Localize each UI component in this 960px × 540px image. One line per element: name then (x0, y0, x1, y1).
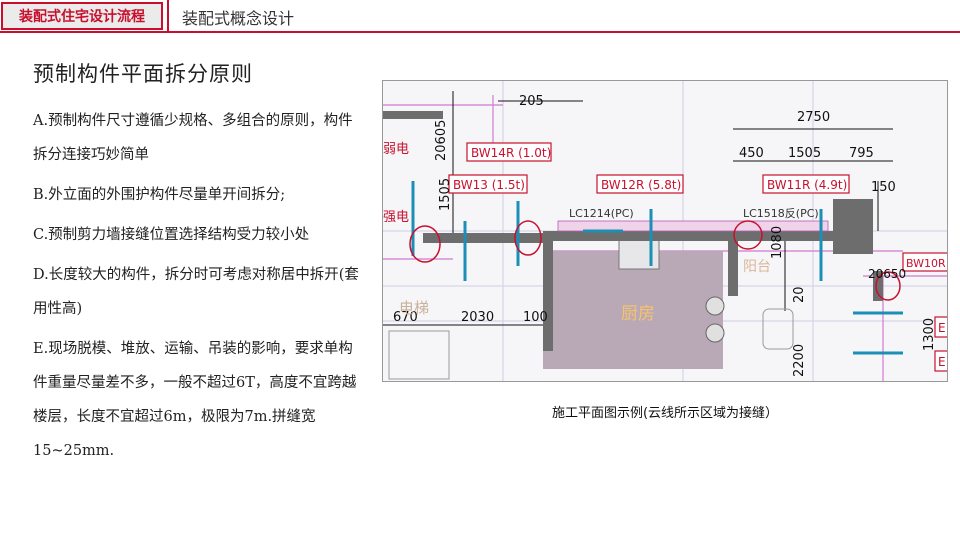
slide-heading: 预制构件平面拆分原则 (33, 62, 253, 86)
dim-150: 150 (871, 180, 896, 195)
bw10r-tag: BW10R (902, 252, 947, 272)
plan-caption: 施工平面图示例(云线所示区域为接缝） (551, 406, 779, 421)
dim-100: 100 (523, 310, 548, 325)
kitchen-room (543, 251, 723, 369)
floor-plan-drawing: BW14R (1.0t) BW13 (1.5t) BW12R (5.8t) BW… (383, 81, 947, 381)
lc1214-label: LC1214(PC) (569, 207, 634, 220)
precast-wall-band (557, 220, 829, 232)
dim-1080: 1080 (770, 226, 785, 259)
principle-b: B.外立面的外围护构件尽量单开间拆分; (33, 187, 286, 203)
e-tag-1: E (934, 316, 947, 338)
dim-20650: 20650 (868, 267, 906, 281)
bw11r-tag: BW11R (4.9t) (762, 174, 850, 194)
dim-20: 20 (792, 286, 807, 303)
dimension-labels: 205 2750 450 1505 795 150 20650 670 2030… (393, 94, 937, 377)
principle-e: E.现场脱模、堆放、运输、吊装的影响，要求单构件重量尽量差不多，一般不超过6T，… (33, 341, 357, 459)
bw12r-tag: BW12R (5.8t) (596, 174, 684, 194)
principle-c: C.预制剪力墙接缝位置选择结构受力较小处 (33, 227, 310, 243)
plan-walls (383, 111, 883, 351)
dim-20605: 20605 (434, 120, 449, 161)
kitchen-sink (618, 238, 660, 270)
bw11r-label: BW11R (4.9t) (767, 178, 847, 192)
kitchen-label: 厨房 (621, 304, 655, 324)
furniture-outlines (388, 308, 794, 380)
slide-header: 装配式住宅设计流程 装配式概念设计 (0, 0, 960, 33)
e-label-1: E (938, 321, 946, 335)
balcony-label: 阳台 (743, 259, 771, 275)
strong-current-label: 强电 (383, 210, 409, 225)
dim-2030: 2030 (461, 310, 494, 325)
e-label-2: E (938, 355, 946, 369)
principle-a: A.预制构件尺寸遵循少规格、多组合的原则，构件拆分连接巧妙简单 (33, 113, 353, 163)
dim-795: 795 (849, 146, 874, 161)
lc1518-label: LC1518反(PC) (743, 207, 819, 220)
header-rule (0, 31, 960, 33)
header-divider (167, 0, 169, 31)
dim-1300: 1300 (922, 318, 937, 351)
bw14r-tag: BW14R (1.0t) (466, 142, 552, 162)
dim-2200: 2200 (792, 344, 807, 377)
bw13-tag: BW13 (1.5t) (448, 174, 528, 194)
dim-1505h: 1505 (788, 146, 821, 161)
weak-current-label: 弱电 (383, 142, 409, 157)
dim-670: 670 (393, 310, 418, 325)
stove-burner-1 (705, 296, 725, 316)
dim-450: 450 (739, 146, 764, 161)
principles-list: A.预制构件尺寸遵循少规格、多组合的原则，构件拆分连接巧妙简单 B.外立面的外围… (33, 104, 363, 474)
plan-dimension-lines (383, 91, 893, 326)
e-tag-2: E (934, 350, 947, 372)
bw14r-label: BW14R (1.0t) (471, 146, 551, 160)
section-title: 装配式概念设计 (182, 9, 295, 28)
dim-205: 205 (519, 94, 544, 109)
header-tab[interactable]: 装配式住宅设计流程 (1, 2, 163, 30)
floor-plan-image: BW14R (1.0t) BW13 (1.5t) BW12R (5.8t) BW… (382, 80, 948, 382)
dim-1505v: 1505 (438, 178, 453, 211)
principle-d: D.长度较大的构件，拆分时可考虑对称居中拆开(套用性高) (33, 267, 359, 317)
joint-clouds (409, 220, 901, 301)
elevator-label: 电梯 (399, 299, 429, 317)
bw13-label: BW13 (1.5t) (453, 178, 525, 192)
dim-2750: 2750 (797, 110, 830, 125)
bw12r-label: BW12R (5.8t) (601, 178, 681, 192)
stove-burner-2 (705, 323, 725, 343)
bw10r-label: BW10R (906, 257, 946, 270)
panel-markers (411, 181, 903, 355)
